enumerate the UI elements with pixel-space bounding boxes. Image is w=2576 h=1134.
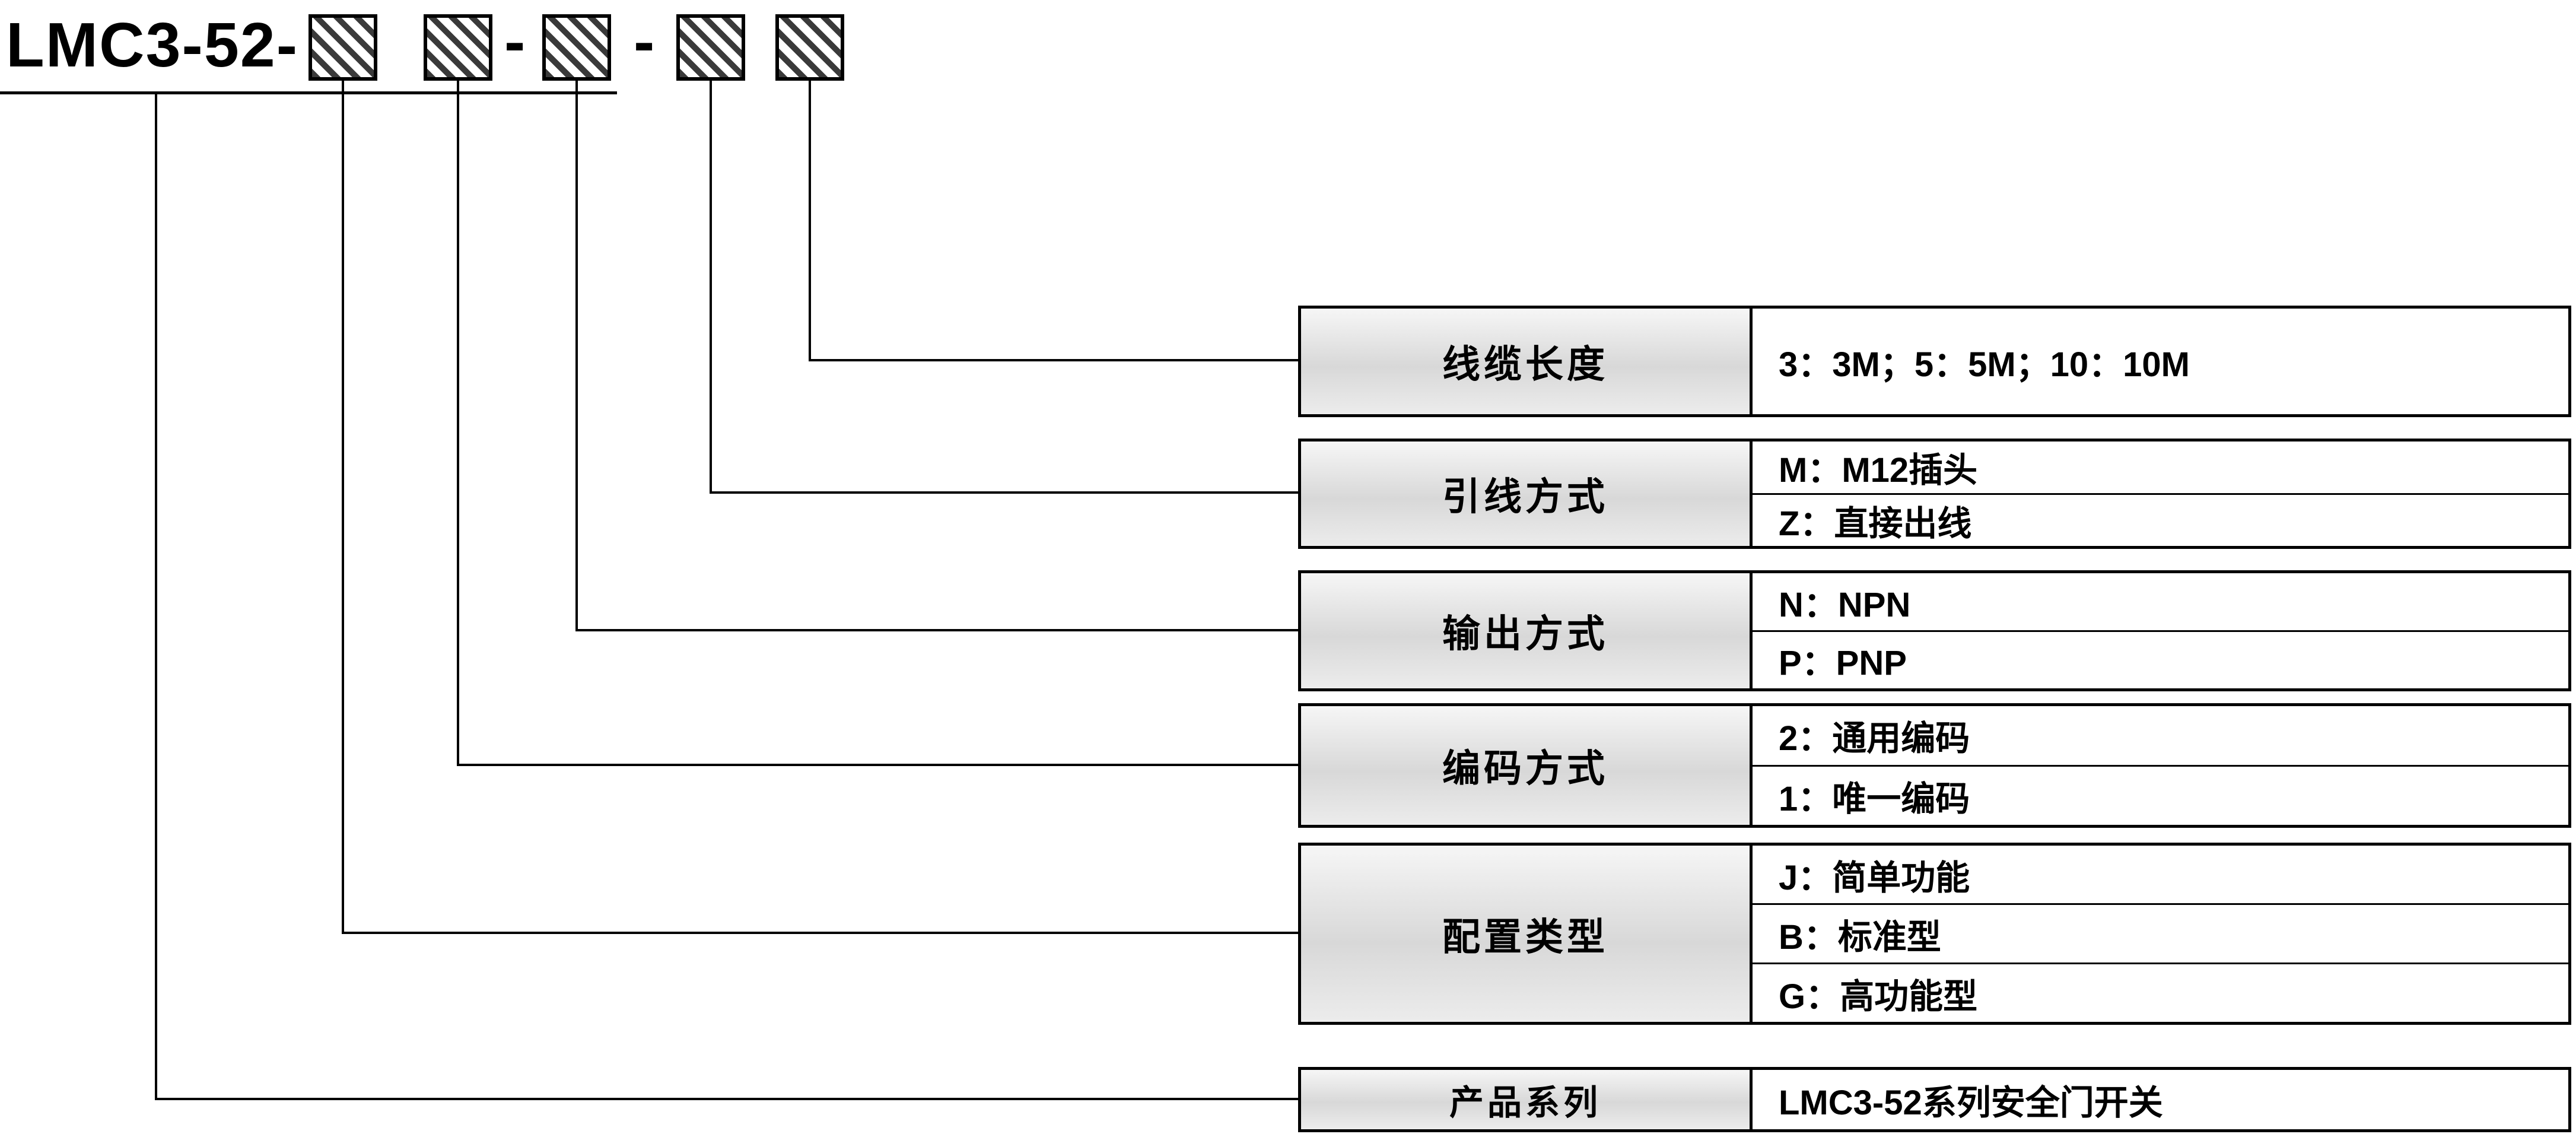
spec-row-output-method: 输出方式 N：NPN P：PNP: [1298, 570, 2571, 691]
spec-values-cable-length: 3：3M；5：5M；10：10M: [1753, 309, 2568, 414]
spec-values-output-method: N：NPN P：PNP: [1753, 573, 2568, 688]
spec-option: B：标准型: [1753, 903, 2568, 963]
connector-vertical-lead-wire: [710, 81, 712, 494]
connector-vertical-output-method: [575, 81, 578, 631]
spec-row-config-type: 配置类型 J：简单功能 B：标准型 G：高功能型: [1298, 843, 2571, 1025]
spec-option: 1：唯一编码: [1753, 764, 2568, 825]
spec-option: LMC3-52系列安全门开关: [1779, 1084, 2163, 1122]
connector-vertical-product-series: [155, 94, 157, 1100]
prefix-underline: [0, 91, 617, 94]
model-box-cable-length: [775, 14, 844, 81]
connector-horizontal-config-type: [342, 932, 1300, 934]
model-box-config-type: [309, 14, 377, 81]
connector-horizontal-output-method: [575, 629, 1300, 631]
model-dash: -: [634, 7, 655, 77]
spec-values-lead-wire: M：M12插头 Z：直接出线: [1753, 441, 2568, 546]
model-prefix: LMC3-52-: [6, 10, 299, 80]
spec-label-config-type: 配置类型: [1301, 846, 1753, 1022]
model-box-output-method: [542, 14, 611, 81]
spec-row-coding-method: 编码方式 2：通用编码 1：唯一编码: [1298, 703, 2571, 828]
spec-label-output-method: 输出方式: [1301, 573, 1753, 688]
spec-label-coding-method: 编码方式: [1301, 706, 1753, 825]
connector-vertical-config-type: [342, 81, 344, 934]
model-box-coding-method: [424, 14, 492, 81]
spec-option: P：PNP: [1753, 630, 2568, 689]
spec-values-coding-method: 2：通用编码 1：唯一编码: [1753, 706, 2568, 825]
spec-option: J：简单功能: [1779, 858, 1970, 897]
spec-label-lead-wire: 引线方式: [1301, 441, 1753, 546]
model-box-lead-wire: [676, 14, 745, 81]
connector-horizontal-lead-wire: [710, 491, 1300, 494]
spec-values-config-type: J：简单功能 B：标准型 G：高功能型: [1753, 846, 2568, 1022]
spec-option: M：M12插头: [1779, 451, 1978, 490]
model-dash: -: [504, 7, 526, 77]
spec-option: G：高功能型: [1753, 963, 2568, 1022]
spec-label-product-series: 产品系列: [1301, 1070, 1753, 1129]
spec-values-product-series: LMC3-52系列安全门开关: [1753, 1070, 2568, 1129]
spec-row-product-series: 产品系列 LMC3-52系列安全门开关: [1298, 1067, 2571, 1132]
spec-label-cable-length: 线缆长度: [1301, 309, 1753, 414]
connector-vertical-coding-method: [457, 81, 459, 766]
connector-vertical-cable-length: [809, 81, 811, 361]
spec-row-lead-wire: 引线方式 M：M12插头 Z：直接出线: [1298, 439, 2571, 549]
connector-horizontal-product-series: [155, 1098, 1300, 1100]
spec-option: 2：通用编码: [1779, 719, 1970, 758]
connector-horizontal-coding-method: [457, 764, 1300, 766]
spec-row-cable-length: 线缆长度 3：3M；5：5M；10：10M: [1298, 306, 2571, 417]
connector-horizontal-cable-length: [809, 359, 1300, 361]
spec-option: Z：直接出线: [1753, 493, 2568, 547]
spec-option: N：NPN: [1779, 585, 1911, 624]
spec-option: 3：3M；5：5M；10：10M: [1779, 345, 2190, 384]
